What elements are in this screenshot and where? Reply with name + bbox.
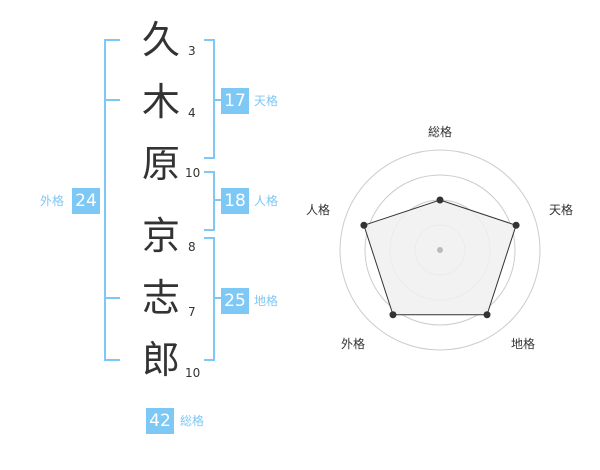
radar-point-3 [483, 311, 491, 319]
stroke-count-6: 10 [185, 366, 201, 380]
name-char-6: 郎 [141, 338, 180, 382]
radar-point-5 [360, 221, 368, 229]
radar-ring [364, 174, 516, 326]
name-char-1: 久 [141, 18, 180, 62]
tenkaku-label: 天格 [254, 94, 279, 108]
jinkaku-label: 人格 [254, 194, 279, 208]
name-char-2: 木 [141, 80, 180, 124]
radar-axis-label-chikaku: 地格 [511, 337, 536, 351]
gaikaku-label: 外格 [40, 194, 65, 208]
radar-ring [339, 149, 541, 351]
chikaku-badge: 25 [221, 288, 249, 314]
radar-axis-label-tenkaku: 天格 [549, 203, 574, 217]
name-char-4: 京 [141, 214, 180, 258]
chikaku-label: 地格 [254, 294, 279, 308]
jinkaku-badge: 18 [221, 188, 249, 214]
stroke-count-2: 4 [188, 106, 196, 120]
name-brackets [104, 39, 221, 361]
fortune-radar-chart [339, 149, 541, 351]
radar-axis-label-jinkaku: 人格 [306, 203, 331, 217]
stroke-count-3: 10 [185, 166, 201, 180]
radar-point-2 [512, 221, 520, 229]
radar-point-1 [436, 196, 444, 204]
radar-center-dot [437, 247, 443, 253]
name-char-3: 原 [141, 142, 180, 186]
radar-axis-label-soukaku: 総格 [428, 125, 453, 139]
stroke-count-5: 7 [188, 305, 196, 319]
radar-point-4 [389, 311, 397, 319]
radar-series-polygon [363, 199, 517, 316]
soukaku-label: 総格 [180, 414, 205, 428]
name-char-5: 志 [141, 276, 180, 320]
stroke-count-1: 3 [188, 44, 196, 58]
radar-axis-label-gaikaku: 外格 [341, 337, 366, 351]
stroke-count-4: 8 [188, 240, 196, 254]
gaikaku-badge: 24 [72, 188, 100, 214]
tenkaku-badge: 17 [221, 88, 249, 114]
soukaku-badge: 42 [146, 408, 174, 434]
